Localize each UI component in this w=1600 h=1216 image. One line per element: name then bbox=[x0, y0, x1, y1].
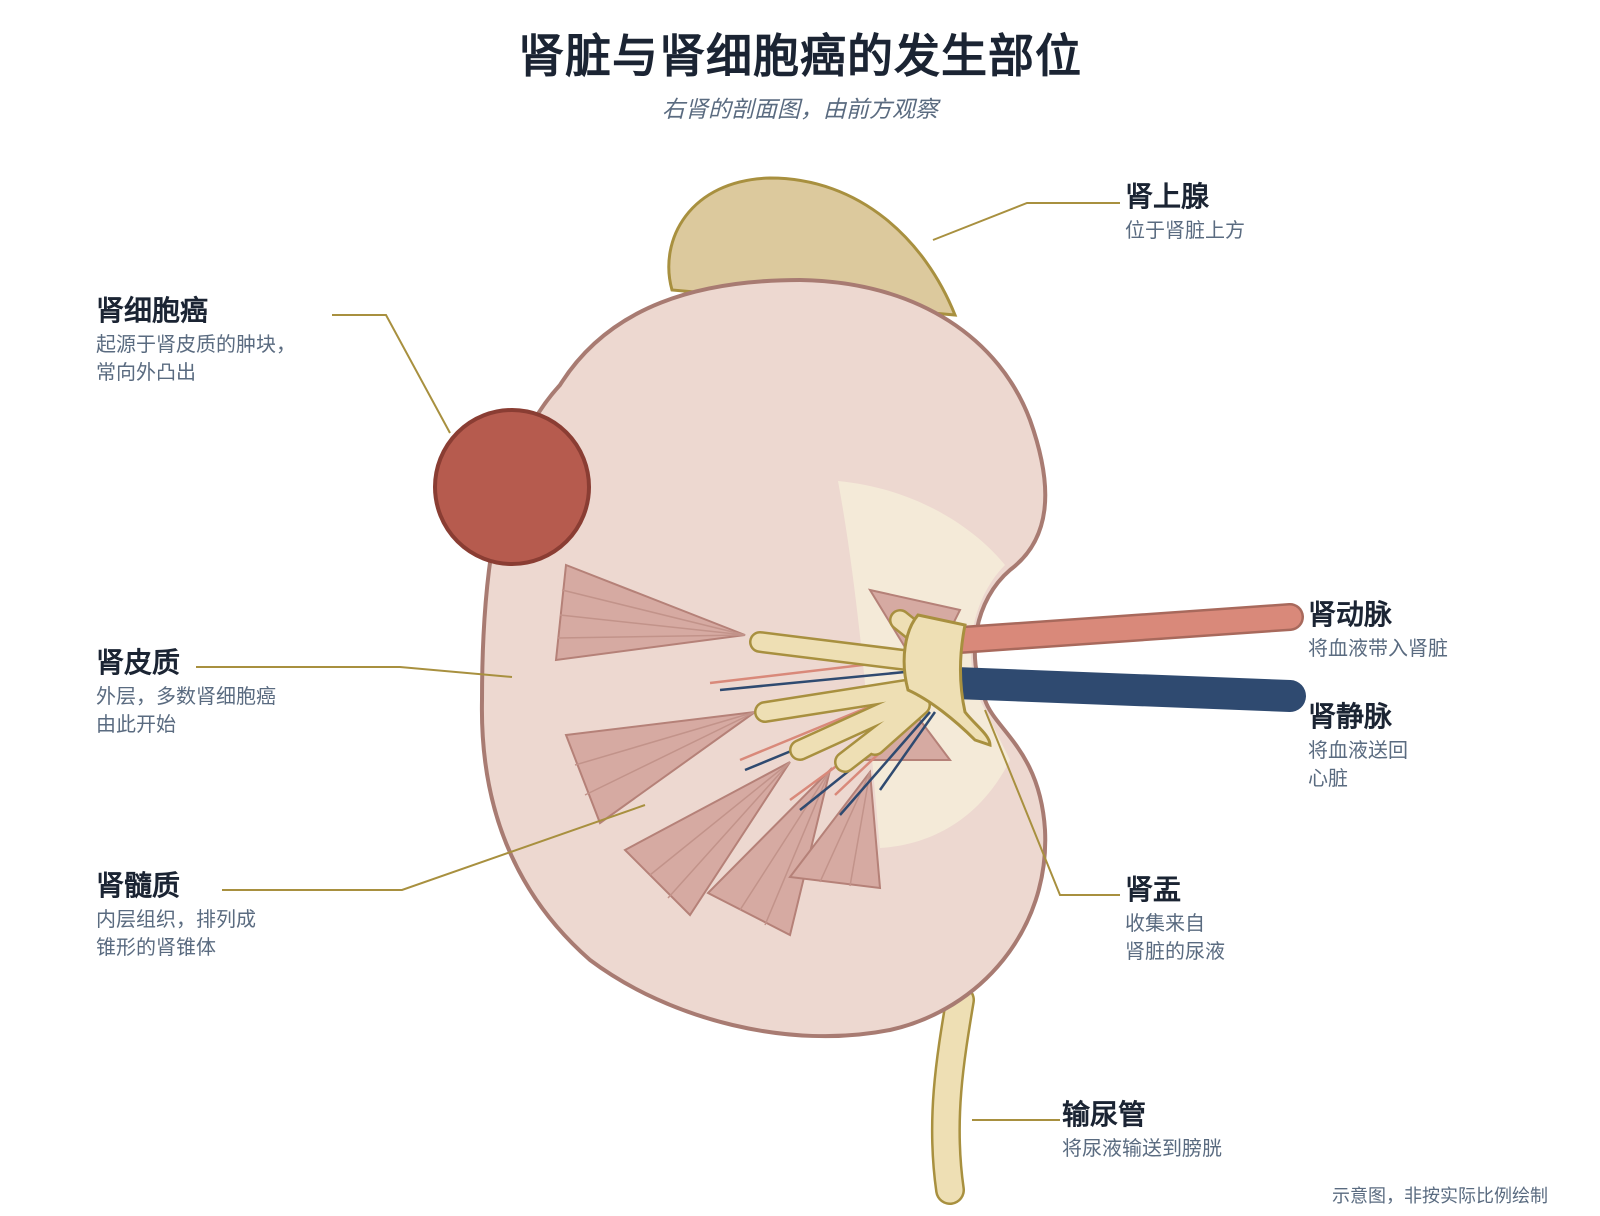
label-vein-desc-2: 心脏 bbox=[1308, 766, 1348, 790]
label-medulla-desc-1: 内层组织，排列成 bbox=[96, 907, 256, 931]
label-rcc: 肾细胞癌 起源于肾皮质的肿块， 常向外凸出 bbox=[96, 294, 296, 386]
label-pelvis-desc-2: 肾脏的尿液 bbox=[1125, 939, 1225, 963]
leader-lines bbox=[196, 202, 1120, 1121]
adrenal-gland-shape bbox=[667, 176, 958, 317]
label-rcc-desc-2: 常向外凸出 bbox=[96, 360, 196, 384]
label-ureter-desc: 将尿液输送到膀胱 bbox=[1062, 1136, 1222, 1160]
label-rcc-desc-1: 起源于肾皮质的肿块， bbox=[96, 332, 296, 356]
label-adrenal-name: 肾上腺 bbox=[1125, 180, 1210, 213]
kidney-shape bbox=[479, 277, 1048, 1039]
label-rcc-name: 肾细胞癌 bbox=[96, 294, 209, 327]
label-cortex-desc-1: 外层，多数肾细胞癌 bbox=[96, 684, 276, 708]
label-cortex-desc-2: 由此开始 bbox=[96, 712, 176, 736]
renal-vein-shape bbox=[939, 667, 1306, 712]
label-ureter: 输尿管 将尿液输送到膀胱 bbox=[1062, 1098, 1222, 1162]
label-vein: 肾静脉 将血液送回 心脏 bbox=[1308, 700, 1408, 792]
label-artery: 肾动脉 将血液带入肾脏 bbox=[1308, 598, 1448, 662]
label-adrenal: 肾上腺 位于肾脏上方 bbox=[1125, 180, 1245, 244]
label-cortex-name: 肾皮质 bbox=[96, 646, 181, 679]
label-pelvis: 肾盂 收集来自 肾脏的尿液 bbox=[1125, 873, 1225, 965]
label-medulla-name: 肾髓质 bbox=[96, 869, 181, 902]
page-title: 肾脏与肾细胞癌的发生部位 bbox=[518, 29, 1082, 83]
label-ureter-name: 输尿管 bbox=[1062, 1098, 1147, 1131]
label-cortex: 肾皮质 外层，多数肾细胞癌 由此开始 bbox=[96, 646, 276, 738]
label-medulla: 肾髓质 内层组织，排列成 锥形的肾锥体 bbox=[96, 869, 256, 961]
footnote: 示意图，非按实际比例绘制 bbox=[1332, 1186, 1548, 1207]
label-pelvis-desc-1: 收集来自 bbox=[1125, 911, 1205, 935]
label-pelvis-name: 肾盂 bbox=[1125, 873, 1182, 906]
label-artery-name: 肾动脉 bbox=[1308, 598, 1393, 631]
calyces bbox=[749, 609, 936, 773]
tumor-shape bbox=[433, 408, 591, 566]
renal-pelvis-shape bbox=[902, 613, 992, 748]
page-subtitle: 右肾的剖面图，由前方观察 bbox=[662, 97, 938, 123]
label-artery-desc: 将血液带入肾脏 bbox=[1308, 636, 1448, 660]
label-vein-desc-1: 将血液送回 bbox=[1308, 738, 1408, 762]
label-adrenal-desc: 位于肾脏上方 bbox=[1125, 218, 1245, 242]
label-medulla-desc-2: 锥形的肾锥体 bbox=[96, 935, 216, 959]
label-vein-name: 肾静脉 bbox=[1308, 700, 1393, 733]
